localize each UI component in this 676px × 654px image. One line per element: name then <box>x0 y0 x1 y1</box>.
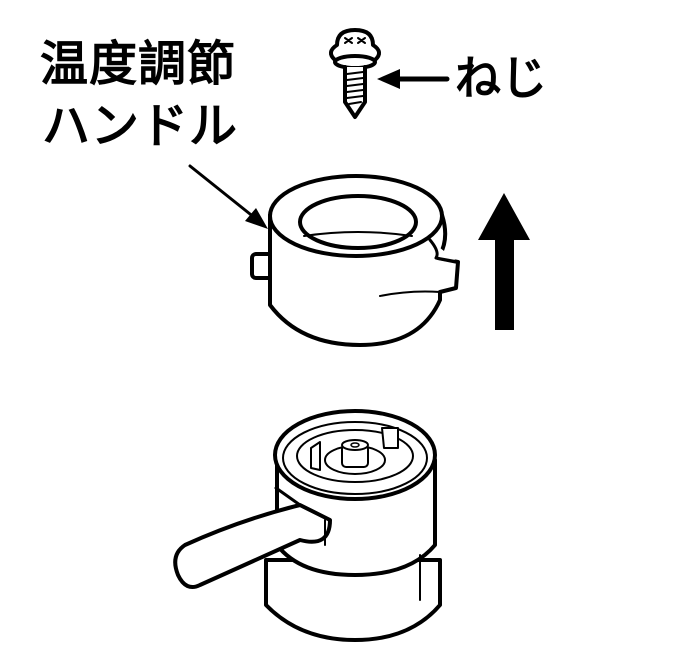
handle-label-line2: ハンドル <box>42 98 239 154</box>
screw-label: ねじ <box>455 51 547 105</box>
handle-label-line1: 温度調節 <box>40 36 237 92</box>
temperature-handle <box>250 174 460 347</box>
up-arrow-icon <box>478 193 530 330</box>
leader-arrow <box>188 164 268 229</box>
valve-body <box>173 409 442 642</box>
screw-icon <box>329 28 381 119</box>
screw-pointer-arrow <box>377 69 450 89</box>
